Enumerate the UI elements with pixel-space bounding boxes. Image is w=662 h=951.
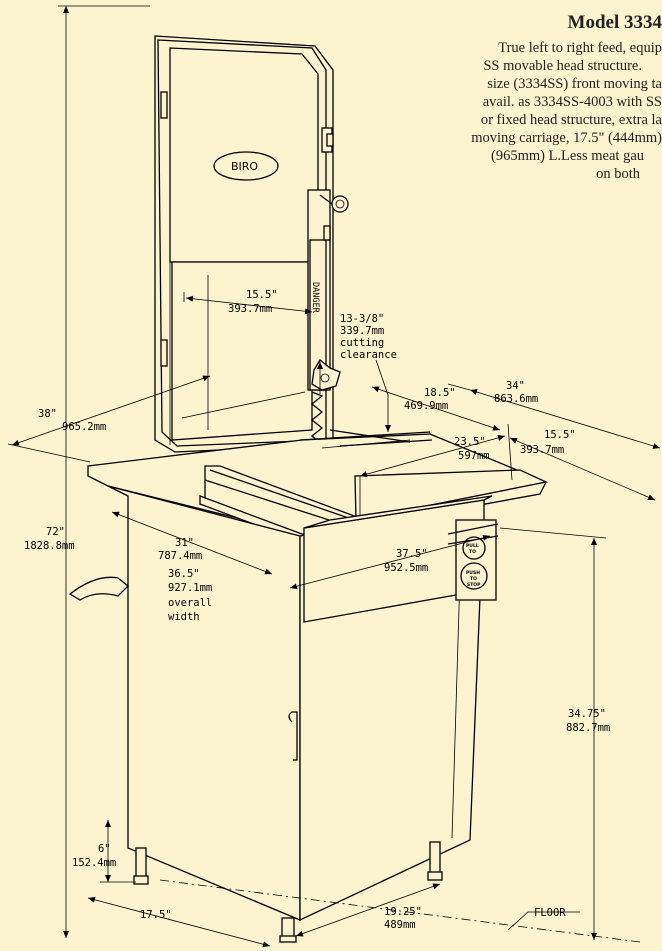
dim-clearance-3: cutting — [340, 337, 384, 349]
dim-31-inch: 31" — [175, 537, 194, 549]
brand-oval — [213, 151, 279, 181]
dim-37-5-mm: 952.5mm — [384, 562, 428, 574]
dim-leg-inch: 6" — [98, 843, 111, 855]
dim-overall-word2: width — [168, 611, 200, 623]
dim-height-mm: 1828.8mm — [24, 540, 75, 552]
dim-34-inch: 34" — [506, 380, 525, 392]
svg-text:STOP: STOP — [467, 582, 481, 588]
description-line: avail. as 3334SS-4003 with SS — [482, 94, 662, 110]
height-dimension — [58, 5, 150, 938]
dim-23-5-inch: 23.5" — [454, 436, 486, 448]
dim-34-mm: 863.6mm — [494, 393, 538, 405]
dim-clearance-2: 339.7mm — [340, 325, 384, 337]
dim-table-height-inch: 34.75" — [568, 708, 606, 720]
description-line: True left to right feed, equip — [498, 40, 662, 56]
dim-leg-mm: 152.4mm — [72, 857, 116, 869]
svg-text:TO: TO — [469, 549, 476, 555]
dim-clearance-4: clearance — [340, 349, 397, 361]
svg-text:TO: TO — [470, 576, 477, 582]
brand-label: BIRO — [231, 160, 258, 173]
dim-38-mm: 965.2mm — [62, 421, 106, 433]
dim-overall-inch: 36.5" — [168, 568, 200, 580]
dim-17-5: 17.5" — [140, 909, 172, 921]
wheel-opening — [171, 261, 313, 441]
description-line: SS movable head structure. — [483, 58, 642, 74]
dim-clearance-1: 13-3/8" — [340, 313, 384, 325]
dim-18-5-inch: 18.5" — [424, 387, 456, 399]
cabinet-base — [68, 485, 493, 943]
dim-15-5-right-mm: 393.7mm — [520, 444, 564, 456]
dim-15-5-right-inch: 15.5" — [544, 429, 576, 441]
dim-table-height-mm: 882.7mm — [566, 722, 610, 734]
dim-23-5-mm: 597mm — [458, 450, 490, 462]
dimension-labels: 72" 1828.8mm 38" 965.2mm 15.5" 393.7mm 1… — [24, 289, 610, 931]
svg-text:PUSH: PUSH — [466, 570, 480, 576]
dim-19-25-inch: 19.25" — [384, 906, 422, 918]
dim-height-inch: 72" — [46, 526, 65, 538]
description-line: moving carriage, 17.5" (444mm) — [471, 130, 662, 146]
switch-box: PULL TO PUSH TO STOP — [447, 519, 499, 601]
dim-31-mm: 787.4mm — [158, 550, 202, 562]
description-line: or fixed head structure, extra la — [480, 112, 662, 128]
dim-38-inch: 38" — [38, 408, 57, 420]
dim-37-5-inch: 37.5" — [396, 548, 428, 560]
danger-label: DANGER — [310, 282, 320, 314]
model-title: Model 3334 — [567, 12, 662, 33]
dim-overall-word1: overall — [168, 597, 212, 609]
floor-label: FLOOR — [534, 907, 566, 919]
dimension-lines — [7, 292, 661, 948]
description-line: on both — [596, 166, 640, 182]
dim-overall-mm: 927.1mm — [168, 582, 212, 594]
description-line: size (3334SS) front moving ta — [487, 76, 662, 92]
dim-19-25-mm: 489mm — [384, 919, 416, 931]
dim-18-5-mm: 469.9mm — [404, 400, 448, 412]
description-line: (965mm) L.Less meat gau — [490, 148, 644, 164]
dim-throat-mm: 393.7mm — [228, 303, 272, 315]
svg-text:PULL: PULL — [466, 543, 479, 549]
dim-throat-inch: 15.5" — [246, 289, 278, 301]
